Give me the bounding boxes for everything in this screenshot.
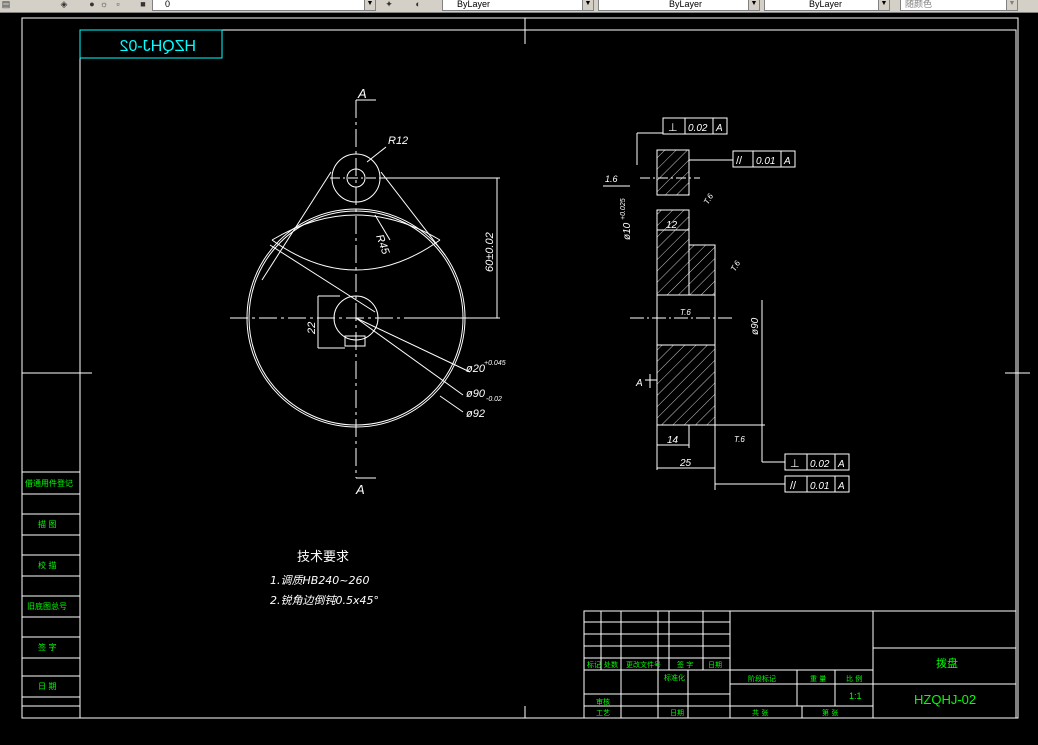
svg-text:A: A (783, 156, 791, 167)
layer-dropdown[interactable]: 0▼ (152, 0, 376, 11)
dim-phi20-tol: +0.045 (484, 360, 506, 367)
tb-sheet-total: 共 张 (752, 708, 768, 717)
dim-rough16: 1.6 (605, 174, 618, 184)
tb-row-label-4: 日期 (708, 661, 722, 669)
match-layer-icon[interactable]: ✦ (385, 0, 393, 9)
tb-drawing-no: HZQHJ-02 (914, 692, 976, 707)
bulb-icon[interactable]: ● (89, 0, 95, 9)
notes-line1: 1.调质HB240~260 (270, 574, 370, 587)
left-block-0: 借通用件登记 (25, 478, 73, 488)
left-record-block (21, 471, 81, 707)
tb-row-label-1: 处数 (604, 660, 618, 669)
dim-14: 14 (667, 435, 679, 446)
tb-ratio-label: 比 例 (846, 674, 862, 683)
tb-row-label-0: 标记 (587, 660, 601, 669)
linetype-dropdown[interactable]: ByLayer▼ (598, 0, 760, 11)
svg-text:0.01: 0.01 (810, 481, 829, 492)
svg-text:A: A (837, 459, 845, 470)
sun-icon[interactable]: ☼ (99, 0, 109, 9)
drawing-frame (21, 17, 1030, 719)
svg-text:⊥: ⊥ (668, 122, 678, 134)
dim-phi90-tol: -0.02 (486, 396, 502, 403)
dim-r12: R12 (388, 135, 408, 147)
gdt-par-bottom: // 0.01 A (784, 475, 850, 493)
dim-60: 60±0.02 (484, 232, 496, 272)
svg-text:A: A (715, 123, 723, 134)
left-block-4: 签 字 (38, 642, 57, 652)
section-label-top: A (357, 86, 367, 101)
color-square-icon[interactable]: ■ (140, 0, 146, 9)
left-block-1: 描 图 (38, 519, 57, 529)
chevron-down-icon: ▼ (1006, 0, 1017, 10)
plotstyle-dropdown[interactable]: 随颜色▼ (900, 0, 1018, 11)
tb-std-label: 标准化 (664, 673, 685, 682)
svg-text:0.02: 0.02 (810, 459, 830, 470)
datum-a: A (635, 378, 643, 389)
tb-stage-label: 阶段标记 (748, 674, 776, 683)
mirrored-title: HZQHJ-02 (119, 38, 196, 55)
layer-previous-icon[interactable]: ◐ (415, 0, 421, 9)
dim-12: 12 (666, 220, 678, 231)
dim-phi10: ø10 (622, 222, 633, 240)
tb-weight-label: 重 量 (810, 675, 826, 683)
mirrored-title-box: HZQHJ-02 (79, 29, 223, 59)
dim-r45: R45 (373, 233, 391, 257)
drawing-canvas[interactable]: HZQHJ-02 (0, 12, 1038, 740)
title-block (583, 610, 1017, 719)
chevron-down-icon: ▼ (582, 0, 593, 10)
dim-phi90-side: ø90 (750, 317, 761, 335)
left-block-2: 校 描 (38, 560, 57, 570)
tb-sheet-no: 第 张 (822, 708, 838, 717)
svg-text:A: A (837, 481, 845, 492)
dim-25: 25 (679, 458, 692, 469)
gdt-perp-bottom: ⊥ 0.02 A (784, 453, 850, 471)
svg-text:0.02: 0.02 (688, 123, 708, 134)
tb-row-label-2: 更改文件号 (626, 660, 661, 669)
dim-phi92: ø92 (466, 408, 485, 420)
front-view (230, 99, 500, 479)
dim-phi20: ø20 (466, 363, 486, 375)
rough-t6-d: T.6 (734, 435, 745, 444)
color-dropdown[interactable]: ByLayer▼ (442, 0, 594, 11)
rough-t6-c: T.6 (680, 308, 691, 317)
tb-row-label-3: 签 字 (677, 660, 693, 669)
lineweight-dropdown[interactable]: ByLayer▼ (764, 0, 890, 11)
svg-text://: // (736, 155, 743, 167)
chevron-down-icon: ▼ (878, 0, 889, 10)
notes-line2: 2.锐角边倒钝0.5x45° (270, 594, 379, 607)
chevron-down-icon: ▼ (364, 0, 375, 10)
layer-manager-icon[interactable]: ▤ (1, 0, 11, 9)
notes-heading: 技术要求 (297, 550, 349, 565)
layer-properties-toolbar: ▤ ◈ ● ☼ ▫ ■ 0▼ ✦ ◐ ByLayer▼ ByLayer▼ ByL… (0, 0, 1038, 13)
svg-text:0.01: 0.01 (756, 156, 775, 167)
rough-t6-a: T.6 (702, 192, 715, 206)
tb-scale: 1:1 (849, 691, 862, 701)
left-block-3: 旧底图总号 (27, 601, 67, 611)
svg-text:⊥: ⊥ (790, 458, 800, 470)
tb-review-label: 审核 (596, 697, 610, 706)
layer-state-icon[interactable]: ◈ (60, 0, 68, 9)
tb-approve-label: 日期 (670, 709, 684, 717)
lock-icon[interactable]: ▫ (116, 0, 120, 9)
dim-22: 22 (306, 322, 318, 335)
chevron-down-icon: ▼ (748, 0, 759, 10)
gdt-par-top: // 0.01 A (732, 150, 796, 168)
section-view (603, 132, 785, 490)
svg-text://: // (790, 480, 797, 492)
left-block-5: 日 期 (38, 682, 57, 691)
tb-part-name: 拨盘 (936, 656, 958, 670)
dim-phi10-tol: +0.025 (620, 198, 627, 220)
rough-t6-b: T.6 (729, 259, 742, 273)
gdt-perp-top: ⊥ 0.02 A (662, 117, 728, 135)
section-label-bottom: A (355, 482, 365, 497)
tb-craft-label: 工艺 (596, 709, 610, 717)
dim-phi90: ø90 (466, 388, 486, 400)
